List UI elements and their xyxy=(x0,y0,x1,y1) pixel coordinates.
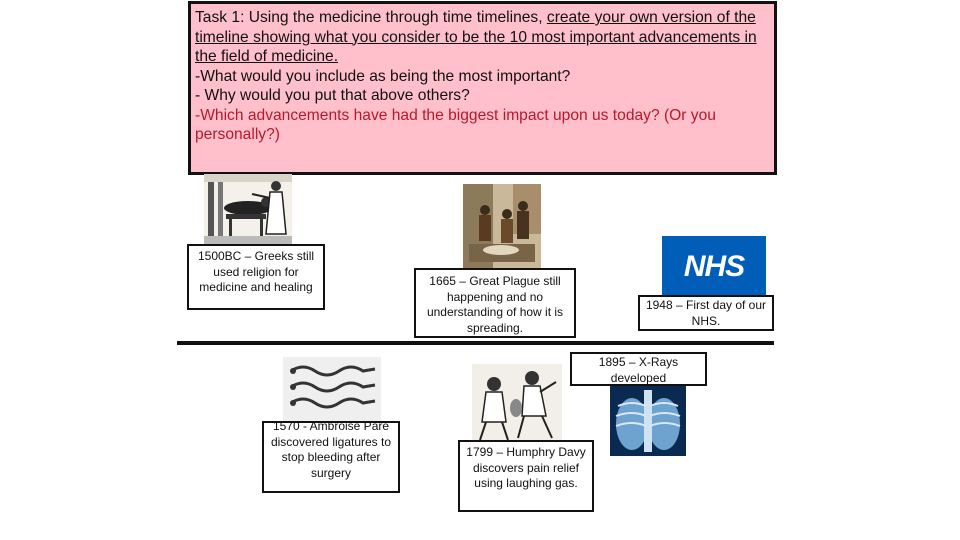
task-question-3: -Which advancements have had the biggest… xyxy=(195,106,774,145)
task-heading-plain: Task 1: Using the medicine through time … xyxy=(195,9,547,26)
event-card-plague: 1665 – Great Plague still happening and … xyxy=(414,268,576,338)
event-text-nhs: 1948 – First day of our NHS. xyxy=(646,298,766,328)
nhs-logo: NHS xyxy=(662,236,766,296)
great-plague-image xyxy=(463,184,541,268)
task-question-2: - Why would you put that above others? xyxy=(195,86,774,106)
event-card-greeks: 1500BC – Greeks still used religion for … xyxy=(187,244,325,310)
task-instructions-box: Task 1: Using the medicine through time … xyxy=(188,1,777,175)
task-question-1: -What would you include as being the mos… xyxy=(195,67,774,87)
event-card-davy: 1799 – Humphry Davy discovers pain relie… xyxy=(458,440,594,512)
event-card-nhs: 1948 – First day of our NHS. xyxy=(638,295,774,331)
event-card-xrays: 1895 – X-Rays developed xyxy=(570,352,707,386)
timeline-line xyxy=(177,341,774,345)
laughing-gas-image xyxy=(472,364,562,442)
task-heading: Task 1: Using the medicine through time … xyxy=(195,8,774,67)
event-text-greeks: 1500BC – Greeks still used religion for … xyxy=(198,249,314,294)
event-card-pare: 1570 - Ambroise Pare discovered ligature… xyxy=(262,421,400,493)
chest-xray-image xyxy=(610,386,686,456)
nhs-logo-text: NHS xyxy=(662,250,766,284)
event-text-davy: 1799 – Humphry Davy discovers pain relie… xyxy=(466,445,585,490)
event-text-xrays: 1895 – X-Rays developed xyxy=(599,355,678,385)
event-text-plague: 1665 – Great Plague still happening and … xyxy=(427,274,563,335)
event-text-pare: 1570 - Ambroise Pare discovered ligature… xyxy=(268,421,394,481)
ligatures-image xyxy=(283,357,381,421)
greek-healing-image xyxy=(204,174,292,244)
